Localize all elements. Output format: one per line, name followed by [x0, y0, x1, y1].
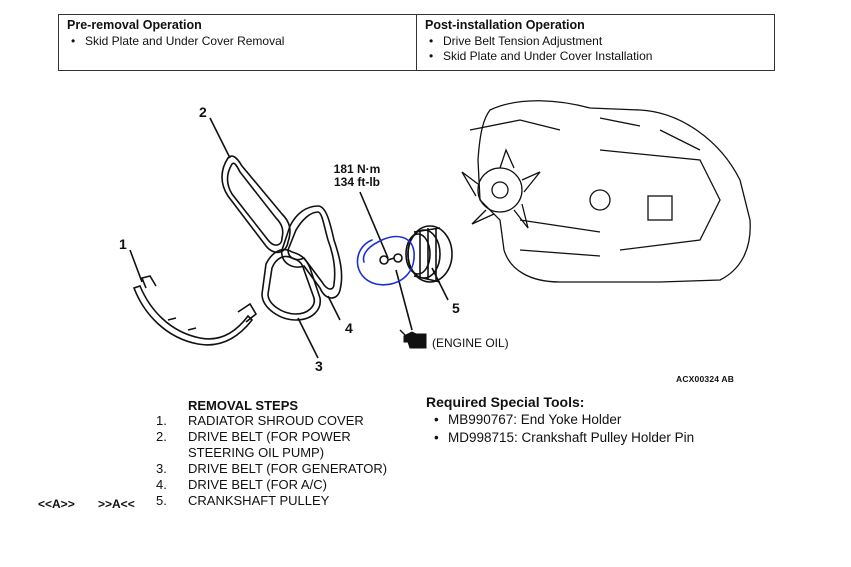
special-tool-item: MD998715: Crankshaft Pulley Holder Pin	[426, 429, 694, 447]
step-text: DRIVE BELT (FOR GENERATOR)	[188, 461, 388, 476]
belt-generator-part	[261, 248, 321, 321]
oil-can-icon	[399, 329, 427, 349]
step-text: DRIVE BELT (FOR A/C)	[188, 477, 327, 492]
figure-code: ACX00324 AB	[676, 374, 735, 384]
hand-drawn-circle-annotation	[356, 235, 415, 286]
step-number: 1.	[156, 413, 167, 428]
removal-step: 4. DRIVE BELT (FOR A/C)	[150, 477, 408, 493]
callout-5: 5	[452, 300, 460, 316]
post-installation-title: Post-installation Operation	[425, 18, 585, 32]
washer-part	[393, 253, 403, 263]
step-text: RADIATOR SHROUD COVER	[188, 413, 364, 428]
crankshaft-bolt-part	[379, 255, 389, 265]
post-installation-column: Post-installation Operation Drive Belt T…	[416, 15, 774, 70]
step5-removal-ref: <<A>>	[38, 497, 75, 511]
callout-3: 3	[315, 358, 323, 374]
step5-install-ref: >>A<<	[98, 497, 135, 511]
post-installation-item: Skid Plate and Under Cover Installation	[425, 49, 766, 64]
removal-step: 1. RADIATOR SHROUD COVER	[150, 413, 408, 429]
post-installation-item: Drive Belt Tension Adjustment	[425, 34, 766, 49]
pre-removal-title: Pre-removal Operation	[67, 18, 202, 32]
callout-1: 1	[119, 236, 127, 252]
special-tool-item: MB990767: End Yoke Holder	[426, 411, 694, 429]
step-number: 3.	[156, 461, 167, 476]
removal-step: 2. DRIVE BELT (FOR POWER STEERING OIL PU…	[150, 429, 408, 461]
post-installation-list: Drive Belt Tension Adjustment Skid Plate…	[425, 34, 766, 64]
special-tools-title: Required Special Tools:	[426, 394, 585, 410]
torque-spec: 181 N·m 134 ft-lb	[327, 163, 387, 189]
step-number: 4.	[156, 477, 167, 492]
callout-4: 4	[345, 320, 353, 336]
special-tools: Required Special Tools: MB990767: End Yo…	[426, 394, 694, 447]
pre-removal-list: Skid Plate and Under Cover Removal	[67, 34, 408, 49]
removal-steps-title: REMOVAL STEPS	[188, 398, 299, 413]
step-number: 2.	[156, 429, 167, 444]
step-text: DRIVE BELT (FOR POWER STEERING OIL PUMP)	[188, 429, 351, 460]
callout-2: 2	[199, 104, 207, 120]
engine-oil-note: (ENGINE OIL)	[432, 336, 509, 350]
step-number: 5.	[156, 493, 167, 508]
pre-removal-column: Pre-removal Operation Skid Plate and Und…	[59, 15, 416, 70]
belt-power-steering-part	[221, 155, 291, 254]
engine-block-illustration	[461, 100, 751, 283]
torque-nm: 181 N·m	[333, 162, 381, 176]
special-tools-list: MB990767: End Yoke Holder MD998715: Cran…	[426, 411, 694, 447]
pre-removal-item: Skid Plate and Under Cover Removal	[67, 34, 408, 49]
removal-step: 3. DRIVE BELT (FOR GENERATOR)	[150, 461, 408, 477]
removal-step: 5. CRANKSHAFT PULLEY	[150, 493, 408, 509]
operations-table: Pre-removal Operation Skid Plate and Und…	[58, 14, 775, 71]
radiator-shroud-cover-part	[132, 285, 254, 346]
step-text: CRANKSHAFT PULLEY	[188, 493, 330, 508]
torque-ftlb: 134 ft-lb	[333, 175, 380, 189]
removal-steps: REMOVAL STEPS 1. RADIATOR SHROUD COVER 2…	[150, 398, 408, 509]
